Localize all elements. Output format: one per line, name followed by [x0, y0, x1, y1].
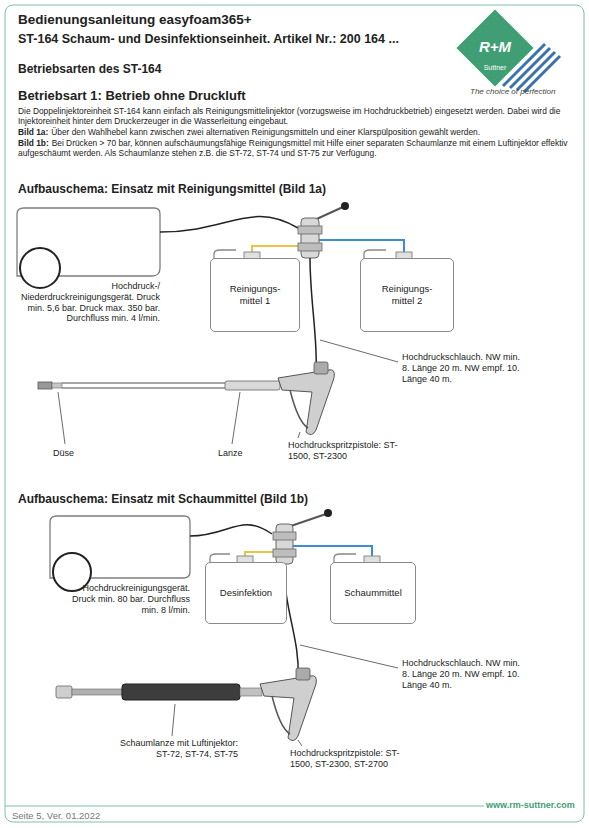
canister-label: Reinigungs- mittel 1	[217, 281, 293, 309]
part-label: Hochdruckspritzpistole: ST-1500, ST-2300…	[290, 748, 400, 769]
hose	[160, 217, 298, 232]
logo-text-block: R+M	[468, 38, 522, 56]
part-label-block: Lanze	[218, 448, 258, 459]
hose	[190, 525, 272, 536]
canister-label: Desinfektion	[218, 585, 274, 601]
page-number: Seite 5, Ver. 01.2022	[12, 810, 100, 821]
logo	[455, 8, 560, 92]
lance	[38, 381, 280, 444]
hose-spec-block: Hochdruckschlauch. NW min. 8. Länge 20 m…	[402, 658, 530, 690]
logo-text: Suttner	[484, 64, 507, 71]
section-heading-block: Betriebsarten des ST-164	[18, 62, 318, 76]
slogan-block: The choice of perfection	[470, 87, 580, 97]
paragraph: Die Doppelinjektoreinheit ST-164 kann ei…	[18, 106, 560, 126]
website-block: www.rm-suttner.com	[486, 800, 581, 811]
page-number-block: Seite 5, Ver. 01.2022	[12, 810, 212, 821]
part-label-block: Düse	[53, 448, 93, 459]
subtitle: ST-164 Schaum- und Desinfektionseinheit.…	[18, 32, 399, 46]
hose-spec: Hochdruckschlauch. NW min. 8. Länge 20 m…	[402, 658, 520, 690]
paragraph-block: Bild 1b:Bei Drücken > 70 bar, können auf…	[18, 138, 574, 158]
paragraph-block: Bild 1a:Über den Wahlhebel kann zwischen…	[18, 127, 574, 137]
spray-gun	[278, 362, 334, 435]
leader-line	[300, 645, 398, 668]
part-label: Düse	[53, 448, 74, 458]
logo-text: R+M	[479, 38, 511, 55]
suction-tube-blue	[318, 240, 404, 256]
part-label: Lanze	[218, 448, 243, 458]
hose-spec: Hochdruckschlauch. NW min. 8. Länge 20 m…	[402, 352, 520, 384]
section-heading: Betriebsart 1: Betrieb ohne Druckluft	[18, 88, 246, 103]
part-label-block: Schaumlanze mit Luftinjektor: ST-72, ST-…	[118, 738, 238, 760]
page-frame	[5, 5, 584, 822]
leader-line	[298, 432, 300, 438]
canister-label: Reinigungs- mittel 2	[367, 281, 447, 309]
figure-ref: Bild 1a:	[18, 127, 48, 137]
device-spec-block: Hochdruck-/ Niederdruckreinigungsgerät. …	[20, 281, 160, 324]
logo-text-block: Suttner	[470, 64, 520, 72]
diagram-heading: Aufbauschema: Einsatz mit Schaummittel (…	[18, 492, 308, 506]
paragraph: Über den Wahlhebel kann zwischen zwei al…	[51, 127, 480, 137]
page-title: Bedienungsanleitung easyfoam365+	[18, 12, 252, 28]
hose-spec-block: Hochdruckschlauch. NW min. 8. Länge 20 m…	[402, 352, 530, 384]
canister-label: Schaummittel	[342, 585, 404, 601]
part-label-block: Hochdruckspritzpistole: ST-1500, ST-2300…	[290, 748, 415, 770]
cleaning-device	[17, 208, 160, 288]
section-heading-block: Betriebsart 1: Betrieb ohne Druckluft	[18, 88, 368, 104]
cleaning-device	[50, 516, 190, 591]
diagram-heading-block: Aufbauschema: Einsatz mit Reinigungsmitt…	[18, 182, 398, 196]
hose	[310, 258, 316, 372]
canister: Desinfektion	[205, 562, 287, 624]
paragraph-block: Die Doppelinjektoreinheit ST-164 kann ei…	[18, 106, 574, 126]
device-spec: Hochdruckreinigungsgerät. Druck min. 80 …	[72, 583, 190, 615]
canister: Reinigungs- mittel 2	[360, 258, 454, 332]
slogan: The choice of perfection	[470, 87, 555, 96]
leader-line	[320, 340, 398, 362]
figure-ref: Bild 1b:	[18, 138, 49, 148]
paragraph: Bei Drücken > 70 bar, können aufschäumun…	[18, 138, 568, 158]
leader-line	[298, 740, 302, 746]
foam-lance	[56, 684, 262, 736]
part-label-block: Hochdruckspritzpistole: ST-1500, ST-2300	[288, 440, 408, 462]
canister: Reinigungs- mittel 1	[210, 258, 300, 332]
section-heading: Betriebsarten des ST-164	[18, 62, 161, 76]
spray-gun	[260, 668, 316, 741]
device-spec: Hochdruck-/ Niederdruckreinigungsgerät. …	[21, 281, 160, 323]
double-injector	[298, 202, 349, 258]
device-spec-block: Hochdruckreinigungsgerät. Druck min. 80 …	[60, 583, 190, 615]
double-injector	[273, 509, 332, 564]
diagram-heading-block: Aufbauschema: Einsatz mit Schaummittel (…	[18, 492, 398, 506]
footer-rule	[5, 806, 484, 807]
diagram-heading: Aufbauschema: Einsatz mit Reinigungsmitt…	[18, 182, 326, 196]
part-label: Schaumlanze mit Luftinjektor: ST-72, ST-…	[120, 738, 238, 759]
canister: Schaummittel	[330, 562, 416, 624]
subtitle-block: ST-164 Schaum- und Desinfektionseinheit.…	[18, 32, 438, 47]
suction-tube-blue	[292, 546, 372, 560]
website: www.rm-suttner.com	[486, 800, 575, 810]
part-label: Hochdruckspritzpistole: ST-1500, ST-2300	[288, 440, 398, 461]
